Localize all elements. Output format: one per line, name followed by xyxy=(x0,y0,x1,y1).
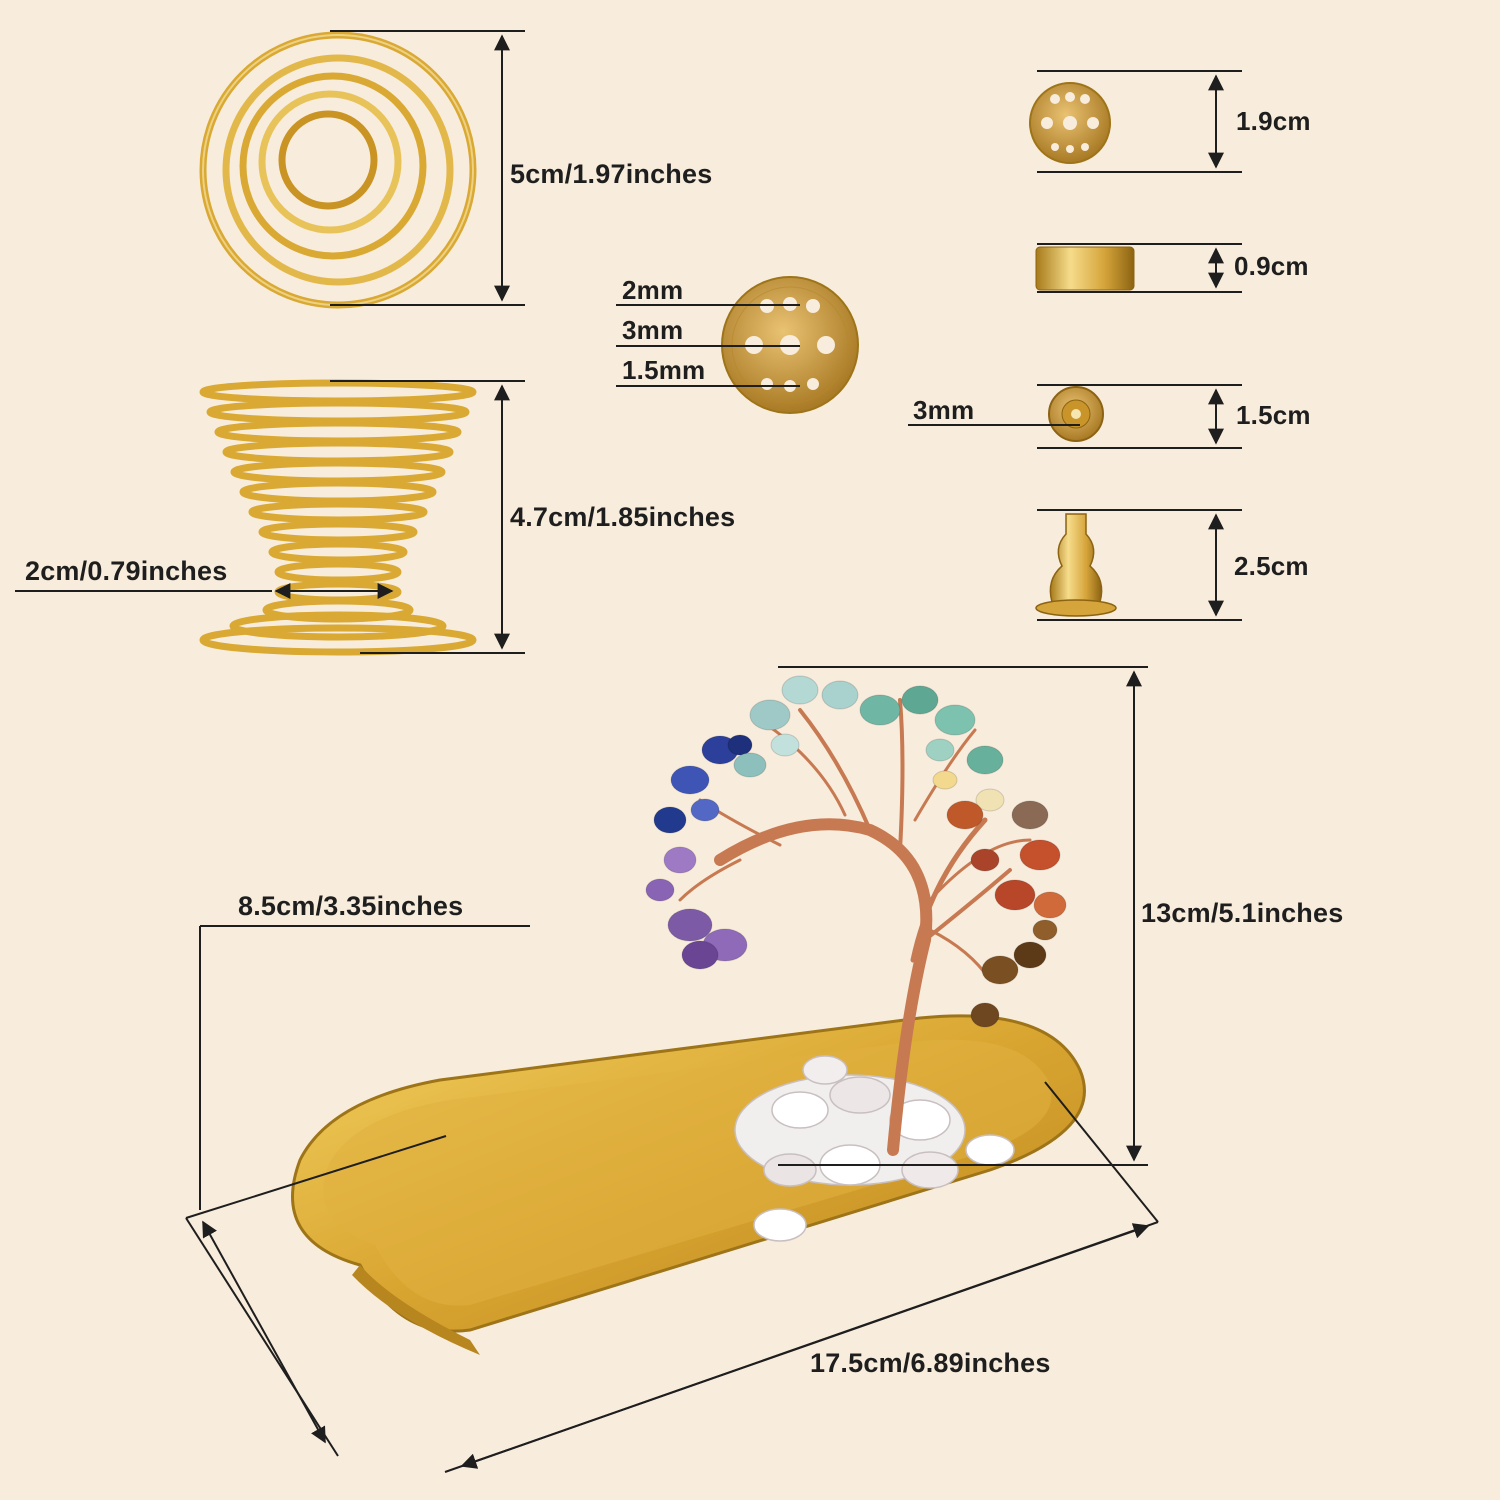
holder-height-label: 2.5cm xyxy=(1234,551,1309,581)
disc-thickness-label: 0.9cm xyxy=(1234,251,1309,281)
right-column-dimension-lines xyxy=(908,70,1242,621)
gem-chips-canopy xyxy=(645,675,1067,1028)
incense-holder-top-view xyxy=(1048,386,1104,442)
disc-hole-center-label: 3mm xyxy=(622,315,684,345)
spiral-dimension-lines xyxy=(15,30,525,654)
tree-tray-dimension-lines xyxy=(185,666,1159,1473)
spiral-holder-side-view xyxy=(199,379,477,656)
disc-side-view xyxy=(1035,246,1135,291)
gold-tray xyxy=(291,1014,1086,1355)
holder-hole-label: 3mm xyxy=(913,395,975,425)
disc-hole-bottom-label: 1.5mm xyxy=(622,355,706,385)
crystal-chip-base xyxy=(734,1055,1015,1242)
tree-height-label: 13cm/5.1inches xyxy=(1141,898,1344,928)
disc-diameter-label: 1.9cm xyxy=(1236,106,1311,136)
disc-hole-top-label: 2mm xyxy=(622,275,684,305)
spiral-height-label: 4.7cm/1.85inches xyxy=(510,502,736,532)
disc-hole-leader-lines xyxy=(616,304,800,387)
incense-holder-side-view xyxy=(1035,513,1117,617)
spiral-holder-top-view xyxy=(199,31,477,309)
tray-width-label: 8.5cm/3.35inches xyxy=(238,891,464,921)
holder-top-label: 1.5cm xyxy=(1236,400,1311,430)
tree-trunk xyxy=(678,698,1032,1156)
spiral-width-label: 5cm/1.97inches xyxy=(510,159,713,189)
spiral-base-label: 2cm/0.79inches xyxy=(25,556,228,586)
tray-length-label: 17.5cm/6.89inches xyxy=(810,1348,1051,1378)
disc-top-view xyxy=(1029,82,1111,164)
